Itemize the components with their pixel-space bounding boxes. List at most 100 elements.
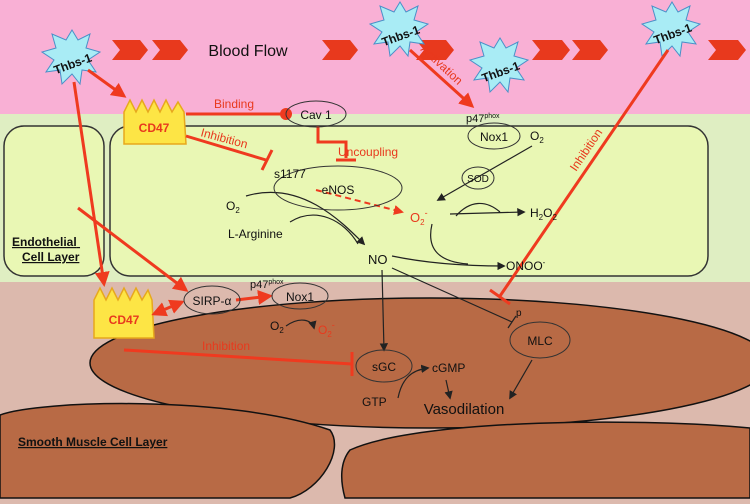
endothelial-cell-large xyxy=(109,125,709,277)
cav1-node xyxy=(285,100,347,128)
inhibition-bar-no-mlc xyxy=(507,315,517,329)
o2-enos: O2 xyxy=(226,199,240,215)
h2o2-o: O xyxy=(543,206,552,220)
larginine-label: L-Arginine xyxy=(228,227,283,241)
cd47-receptor-bottom: CD47 xyxy=(93,286,155,339)
mlc-to-vasodilation-arrow xyxy=(509,359,533,400)
cd47-label: CD47 xyxy=(109,313,140,327)
thbs1-shape xyxy=(368,1,430,58)
o2-symbol: O xyxy=(226,199,235,213)
onoo-label: ONOO- xyxy=(506,258,546,273)
nox1-node-top xyxy=(467,122,521,150)
o2-nox1-top: O2 xyxy=(530,129,544,145)
cgmp-label: cGMP xyxy=(432,361,465,375)
p47-text: p47 xyxy=(250,279,268,291)
endothelial-label-line1: Endothelial xyxy=(12,235,77,249)
superoxide-endothelial: O2- xyxy=(410,208,428,227)
sod-node xyxy=(461,166,495,190)
p47-text: p47 xyxy=(466,113,484,125)
uncoupling-label: Uncoupling xyxy=(338,145,398,159)
flow-chevron xyxy=(708,40,746,60)
nox1-o2-to-superoxide-arrow xyxy=(436,145,533,201)
mlc-phospho-label: p xyxy=(516,308,522,319)
onoo-charge: - xyxy=(543,258,546,267)
sirp-to-nox1-arrow xyxy=(235,289,273,305)
sod-curve xyxy=(455,202,501,217)
flow-chevron xyxy=(416,40,454,60)
smooth-muscle-cell-main xyxy=(89,297,750,429)
cd47-label: CD47 xyxy=(139,121,170,135)
h2o2-sub1: 2 xyxy=(539,213,544,222)
cav1-label: Cav 1 xyxy=(300,108,332,122)
enos-label: eNOS xyxy=(322,183,355,197)
cd47-sirp-double-arrow xyxy=(151,299,185,317)
superoxide-to-h2o2-arrow xyxy=(449,207,526,217)
endothelial-label-line2: Cell Layer xyxy=(22,250,80,264)
thbs1-shape xyxy=(640,1,702,58)
inhibition-bar-mlc xyxy=(489,288,511,306)
sirp-alpha-node xyxy=(183,285,241,315)
superoxide-symbol: O xyxy=(410,210,420,225)
superoxide-to-onoo-curve xyxy=(430,223,469,265)
flow-chevron xyxy=(532,40,570,60)
superoxide-symbol: O xyxy=(318,323,327,337)
cd47-inhibition-enos-line xyxy=(185,134,267,162)
h2o2-label: H2O2 xyxy=(530,206,557,222)
thbs1-to-cd47-arrow xyxy=(87,68,127,98)
thbs1-inhibition-mlc-line xyxy=(498,49,670,297)
enos-node xyxy=(273,165,403,211)
thbs1-to-cd47-bottom-arrow xyxy=(72,81,110,287)
o2-smooth-muscle: O2 xyxy=(270,319,284,335)
o2-to-no-arrow xyxy=(245,191,366,246)
smooth-muscle-cell-left xyxy=(0,402,336,499)
blood-flow-chevrons xyxy=(112,40,746,60)
flow-chevron xyxy=(322,40,358,60)
no-inhibits-mlc-line xyxy=(391,267,513,323)
mlc-node xyxy=(509,321,571,359)
superoxide-subscript: 2 xyxy=(420,218,425,227)
thbs1-starburst: Thbs-1 xyxy=(640,1,702,58)
red-pathway-arrows xyxy=(72,48,670,376)
cd47-shape xyxy=(93,286,155,339)
gtp-to-cgmp-arrow xyxy=(397,364,430,399)
h2o2-sub2: 2 xyxy=(552,213,557,222)
endothelial-cell-small xyxy=(3,125,105,277)
cd47-receptor-top: CD47 xyxy=(123,98,187,145)
enos-to-superoxide-dashed-arrow xyxy=(315,189,404,215)
p47phox-bottom: p47phox xyxy=(250,279,284,291)
binding-label: Binding xyxy=(214,97,254,111)
s1177-label: s1177 xyxy=(274,167,306,181)
onoo-text: ONOO xyxy=(506,259,543,273)
cd47-shape xyxy=(123,98,187,145)
sgc-node xyxy=(355,349,413,383)
inhibition-bar-enos xyxy=(260,149,274,171)
nox1-label-bottom: Nox1 xyxy=(286,290,314,304)
thbs1-starburst: Thbs-1 xyxy=(40,29,102,86)
o2-symbol: O xyxy=(530,129,539,143)
flow-chevron xyxy=(112,40,148,60)
cd47-inhibition-sgc-line xyxy=(123,348,353,366)
smooth-muscle-cell-right xyxy=(340,421,750,499)
smooth-muscle-layer-label: Smooth Muscle Cell Layer xyxy=(18,435,168,449)
sgc-label: sGC xyxy=(372,360,396,374)
o2-subscript: 2 xyxy=(539,136,544,145)
thbs1-to-sirp-arrow xyxy=(77,206,189,292)
vasodilation-label: Vasodilation xyxy=(424,401,505,418)
inhibition-label-sgc: Inhibition xyxy=(202,339,250,353)
blood-flow-label: Blood Flow xyxy=(208,43,288,60)
o2-symbol: O xyxy=(270,319,279,333)
o2-to-superoxide-small-arrow xyxy=(285,319,317,330)
cav1-uncoupling-line xyxy=(316,126,348,158)
larginine-to-no-arrow xyxy=(289,214,359,245)
black-pathway-arrows xyxy=(245,145,533,400)
cgmp-to-vasodilation-arrow xyxy=(444,379,453,400)
h2o2-h: H xyxy=(530,206,539,220)
superoxide-charge: - xyxy=(332,320,335,330)
flow-chevron xyxy=(572,40,608,60)
thbs1-shape xyxy=(40,29,102,86)
mlc-label: MLC xyxy=(527,334,553,348)
o2-subscript: 2 xyxy=(279,326,284,335)
flow-chevron xyxy=(152,40,188,60)
